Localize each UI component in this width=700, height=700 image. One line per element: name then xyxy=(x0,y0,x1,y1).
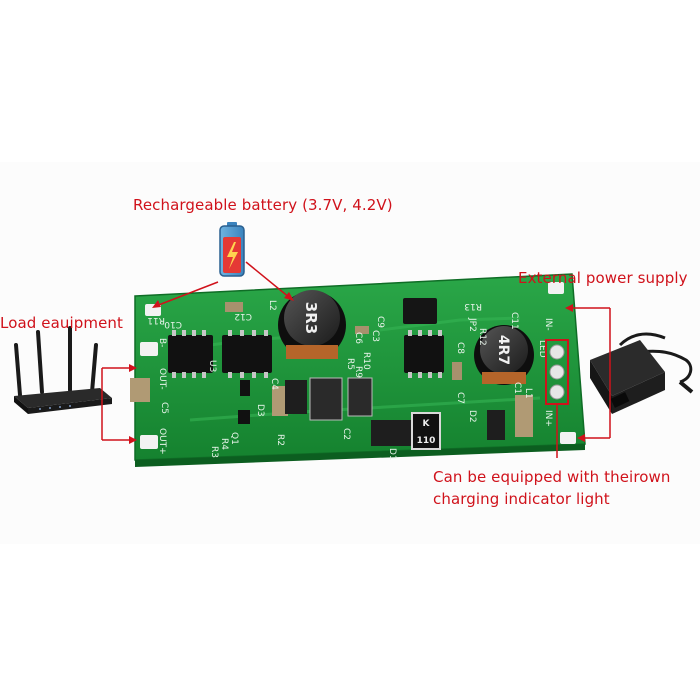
diode-marking-bottom: 110 xyxy=(417,436,436,446)
silk-led: LED xyxy=(537,340,547,358)
silk-b-minus: B- xyxy=(157,338,167,347)
designator-c6: C6 xyxy=(353,332,363,344)
led-pad-3 xyxy=(549,384,565,400)
designator-d1: D1 xyxy=(387,448,397,461)
smd-components xyxy=(130,302,533,450)
silk-in-plus: IN+ xyxy=(543,410,553,427)
designator-c12: C12 xyxy=(234,311,252,321)
battery-icon xyxy=(219,222,245,277)
led-pad-1 xyxy=(549,344,565,360)
pad-out-minus xyxy=(140,342,158,356)
pad-out-plus xyxy=(140,435,158,449)
designator-r12: R12 xyxy=(477,328,487,346)
designator-c10: C10 xyxy=(164,319,182,329)
indicator-label-line2: charging indicator light xyxy=(433,490,610,508)
external-power-label: External power supply xyxy=(518,269,688,287)
battery-label: Rechargeable battery (3.7V, 4.2V) xyxy=(133,196,393,214)
designator-c1: C1 xyxy=(512,382,522,394)
designator-c9: C9 xyxy=(375,316,385,328)
designator-c5: C5 xyxy=(159,402,169,414)
designator-c7: C7 xyxy=(455,392,465,404)
designator-r13: R13 xyxy=(464,301,482,311)
designator-c3: C3 xyxy=(370,330,380,342)
inductor-left-label: 3R3 xyxy=(302,302,320,334)
designator-d3: D3 xyxy=(255,404,265,417)
pad-in-minus-top xyxy=(548,282,564,294)
designator-r3: R3 xyxy=(209,446,219,458)
designator-d2: D2 xyxy=(467,410,477,423)
inductor-left: 3R3 xyxy=(278,290,346,359)
designator-q1: Q1 xyxy=(229,432,239,445)
ic-chips xyxy=(168,298,444,373)
pad-in-plus xyxy=(560,432,576,444)
silk-in-minus: IN- xyxy=(543,318,553,331)
inductor-right: 4R7 xyxy=(474,325,534,385)
designator-r10: R10 xyxy=(361,352,371,370)
ic-legs xyxy=(172,330,442,378)
power-adapter-icon xyxy=(590,332,694,414)
load-equipment-label: Load eauipment xyxy=(0,314,123,332)
designator-r5: R5 xyxy=(345,358,355,370)
indicator-label-line1: Can be equipped with theirown xyxy=(433,468,671,486)
silk-out-minus: OUT- xyxy=(157,368,167,390)
designator-r2: R2 xyxy=(275,434,285,446)
callout-lines xyxy=(101,261,611,458)
router-icon xyxy=(14,326,112,414)
designator-c2: C2 xyxy=(341,428,351,440)
pcb-pads xyxy=(140,282,576,449)
designator-r4: R4 xyxy=(219,438,229,450)
silk-out-plus: OUT+ xyxy=(157,428,167,455)
designator-l2: L2 xyxy=(267,300,277,311)
inductor-right-label: 4R7 xyxy=(495,335,511,365)
designator-r11: R11 xyxy=(147,315,165,325)
designator-u3: U3 xyxy=(207,360,217,372)
designator-c4: C4 xyxy=(269,378,279,390)
designator-l1: L1 xyxy=(523,388,533,399)
diode-marking-top: K xyxy=(423,419,431,429)
led-pad-2 xyxy=(549,364,565,380)
designator-r9: R9 xyxy=(353,366,363,378)
designator-jp2: JP2 xyxy=(467,317,477,332)
designator-c11: C11 xyxy=(509,312,519,330)
designator-c8: C8 xyxy=(455,342,465,354)
